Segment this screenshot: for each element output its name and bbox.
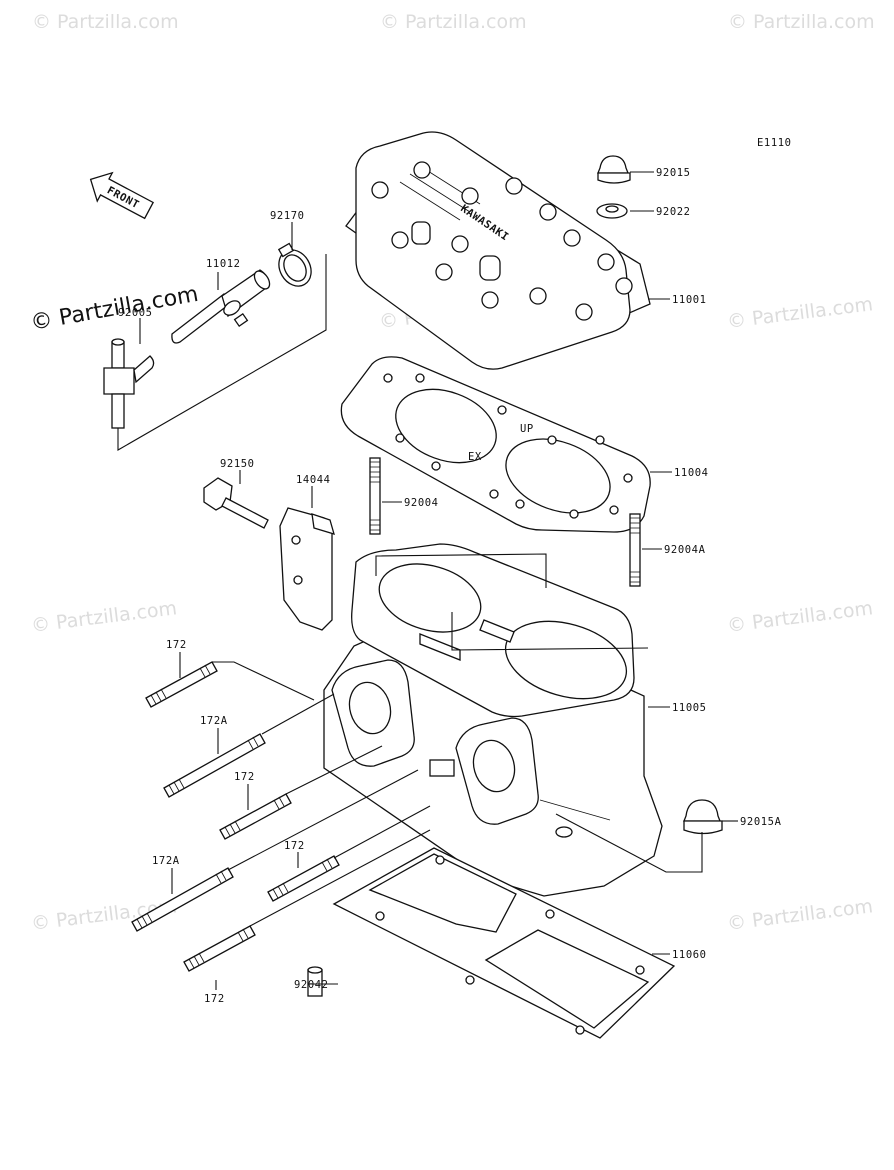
cap-nut-icon bbox=[683, 799, 723, 835]
dowel-pin-icon bbox=[307, 966, 323, 997]
watermark: © Partzilla.com bbox=[728, 11, 875, 33]
callout-labels: 92015 92022 92170 11012 92005 11001 1100… bbox=[118, 167, 782, 1005]
watermark: © Partzilla.com bbox=[726, 895, 874, 935]
flange-bolt-icon bbox=[203, 477, 269, 529]
brand-stamp: © Partzilla.com bbox=[29, 282, 201, 336]
callout-92170: 92170 bbox=[270, 210, 305, 222]
stud-icon bbox=[369, 457, 381, 535]
base-gasket bbox=[332, 847, 676, 1039]
stud-icon bbox=[163, 733, 266, 798]
stud-icon bbox=[145, 661, 218, 708]
gasket-mark-ex: EX bbox=[468, 451, 482, 463]
cap-nut-icon bbox=[597, 155, 631, 184]
callout-11005: 11005 bbox=[672, 702, 707, 714]
callout-92005: 92005 bbox=[118, 307, 153, 319]
callout-92004A: 92004A bbox=[664, 544, 706, 556]
callout-172: 172 bbox=[234, 771, 255, 783]
callout-11004: 11004 bbox=[674, 467, 709, 479]
stud-icon bbox=[629, 513, 641, 587]
callout-172: 172 bbox=[204, 993, 225, 1005]
watermark: © Partzilla.com bbox=[30, 597, 178, 637]
callout-92004: 92004 bbox=[404, 497, 439, 509]
watermark: © Partzilla.com bbox=[380, 11, 527, 33]
watermark: © Partzilla.com bbox=[726, 293, 874, 333]
head-gasket: UP EX bbox=[340, 356, 651, 533]
callout-92150: 92150 bbox=[220, 458, 255, 470]
stud-icon bbox=[131, 867, 234, 932]
callout-172: 172 bbox=[284, 840, 305, 852]
callout-11012: 11012 bbox=[206, 258, 241, 270]
bypass-pipe-icon bbox=[171, 269, 271, 344]
callout-92015: 92015 bbox=[656, 167, 691, 179]
callout-11001: 11001 bbox=[672, 294, 707, 306]
callout-14044: 14044 bbox=[296, 474, 331, 486]
front-arrow-icon: FRONT bbox=[89, 171, 155, 220]
callout-92042: 92042 bbox=[294, 979, 329, 991]
leader-lines bbox=[117, 171, 738, 990]
bracket bbox=[279, 507, 335, 631]
stud-icon bbox=[183, 925, 256, 972]
callout-92022: 92022 bbox=[656, 206, 691, 218]
cylinder-block bbox=[323, 543, 663, 897]
watermark: © Partzilla.com bbox=[726, 597, 874, 637]
callout-11060: 11060 bbox=[672, 949, 707, 961]
callout-172A: 172A bbox=[200, 715, 228, 727]
diagram-code: E1110 bbox=[757, 137, 792, 149]
stud-icon bbox=[219, 793, 292, 840]
gasket-mark-up: UP bbox=[520, 423, 534, 435]
hose-clamp-icon bbox=[277, 242, 312, 287]
cylinder-head: KAWASAKI bbox=[345, 131, 651, 370]
stud-icon bbox=[267, 855, 340, 902]
callout-92015A: 92015A bbox=[740, 816, 782, 828]
washer-icon bbox=[596, 203, 628, 219]
callout-172A: 172A bbox=[152, 855, 180, 867]
water-fitting-icon bbox=[103, 338, 155, 429]
watermark: © Partzilla.com bbox=[32, 11, 179, 33]
callout-172: 172 bbox=[166, 639, 187, 651]
